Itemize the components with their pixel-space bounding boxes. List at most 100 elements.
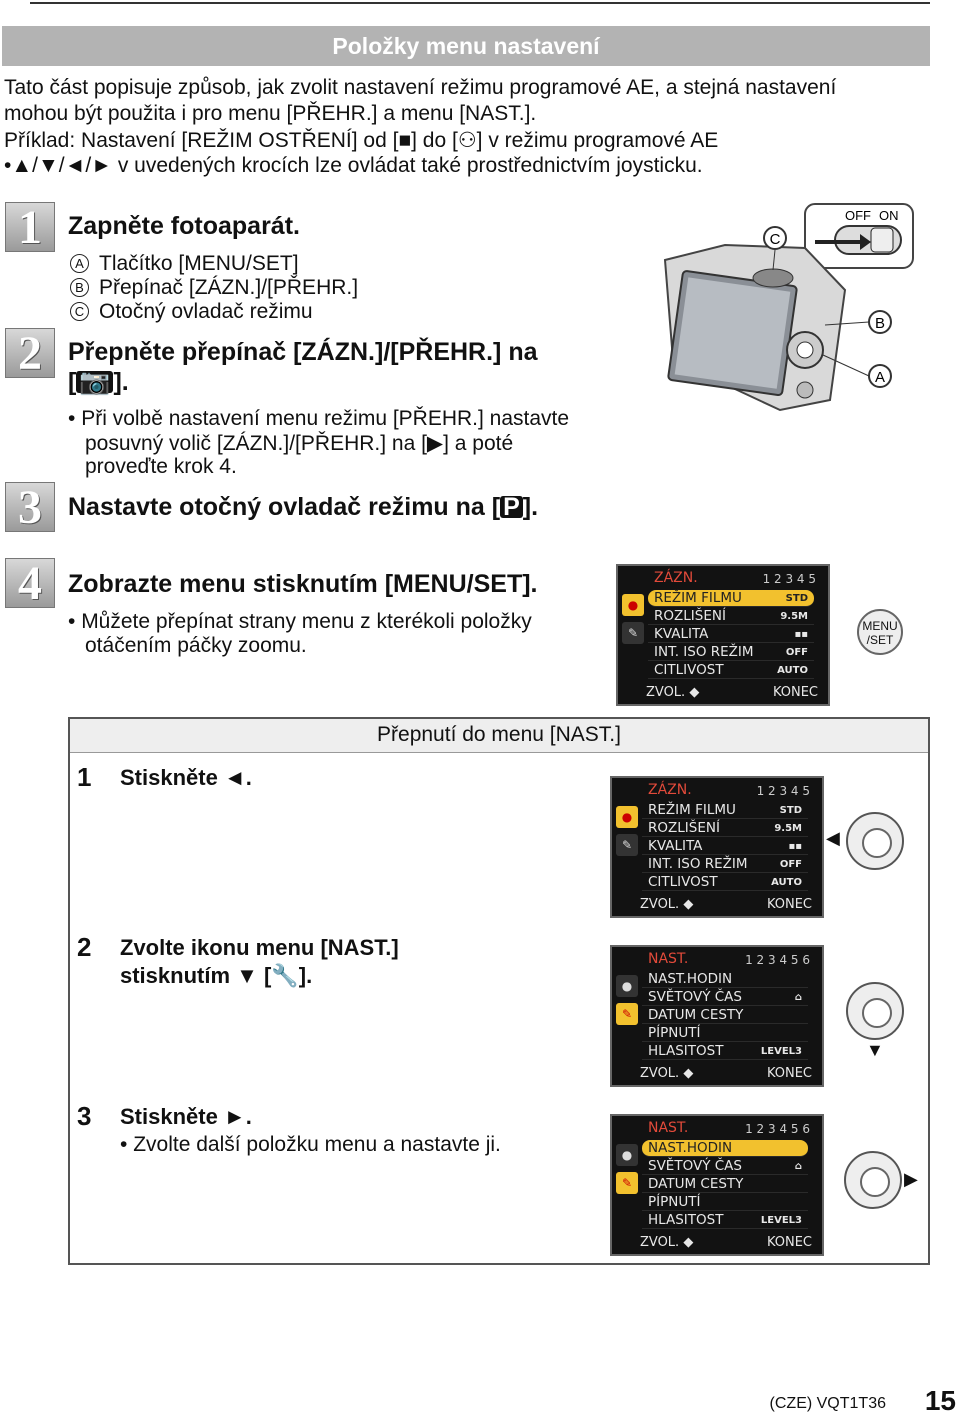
menu-row: PÍPNUTÍ <box>642 1025 808 1042</box>
intro-line: Příklad: Nastavení [REŽIM OSTŘENÍ] od [■… <box>4 129 719 152</box>
setup-menu-screen: NAST. 1 2 3 4 5 6 ● ✎ NAST.HODIN SVĚTOVÝ… <box>610 1114 824 1256</box>
menu-row: KVALITA▪▪ <box>642 838 808 855</box>
procedure-text: Stiskněte ►. <box>120 1104 252 1129</box>
bullet-line: • Zvolte další položku menu a nastavte j… <box>120 1133 501 1156</box>
menu-row: REŽIM FILMU STD <box>642 802 808 819</box>
procedure-text: Zvolte ikonu menu [NAST.] <box>120 935 399 960</box>
footer-select: ZVOL. <box>646 685 686 700</box>
camera-illustration: C B A OFF ON <box>663 203 914 412</box>
menu-row-label: KVALITA <box>648 838 703 854</box>
rec-tab-icon: ● <box>616 1144 638 1166</box>
menu-footer: ZVOL. ◆KONEC <box>640 1235 812 1250</box>
menu-header: NAST. <box>648 1120 689 1136</box>
right-arrow-icon: ▶ <box>904 1169 918 1189</box>
menu-row: PÍPNUTÍ <box>642 1194 808 1211</box>
menu-row: NAST.HODIN <box>642 971 808 988</box>
step-item: B Přepínač [ZÁZN.]/[PŘEHR.] <box>70 276 358 300</box>
menu-pages: 1 2 3 4 5 <box>756 784 810 798</box>
step-number: 1 <box>5 202 55 253</box>
menu-footer: ZVOL. ◆KONEC <box>640 1066 812 1081</box>
cursor-pad[interactable] <box>846 982 904 1040</box>
down-arrow-icon: ▼ <box>866 1040 884 1060</box>
procedure-heading: Přepnutí do menu [NAST.] <box>70 719 928 753</box>
cursor-pad[interactable] <box>844 1151 902 1209</box>
doc-code: (CZE) VQT1T36 <box>769 1395 886 1412</box>
menu-row-value: OFF <box>779 859 802 870</box>
menu-row: HLASITOST LEVEL3 <box>642 1043 808 1060</box>
menu-row-label: HLASITOST <box>648 1212 724 1228</box>
footer-exit: KONEC <box>766 1235 812 1250</box>
bullet-text: Můžete přepínat strany menu z kterékoli … <box>81 610 532 633</box>
menu-row-label: DATUM CESTY <box>648 1007 744 1023</box>
menu-row-label: REŽIM FILMU <box>654 590 742 606</box>
left-arrow-icon: ◀ <box>826 828 840 848</box>
menu-row: INT. ISO REŽIM OFF <box>642 856 808 873</box>
footer-exit: KONEC <box>766 1066 812 1081</box>
bullet-line: otáčením páčky zoomu. <box>85 634 307 657</box>
step-number: 3 <box>5 482 55 533</box>
menu-row-value: ▪▪ <box>794 629 808 640</box>
menu-row-value: STD <box>779 805 802 816</box>
procedure-frame <box>68 717 930 1265</box>
step-title: Nastavte otočný ovladač režimu na [P]. <box>68 493 538 522</box>
callout-label: B <box>875 315 885 332</box>
step-item-text: Otočný ovladač režimu <box>99 300 313 323</box>
menu-row-label: ROZLIŠENÍ <box>654 608 726 624</box>
menu-header: ZÁZN. <box>654 570 698 586</box>
menu-footer: ZVOL. ◆KONEC <box>646 685 818 700</box>
bullet-line: • Při volbě nastavení menu režimu [PŘEHR… <box>68 407 570 430</box>
intro-line: mohou být použita i pro menu [PŘEHR.] a … <box>4 102 537 125</box>
intro-line: •▲/▼/◄/► v uvedených krocích lze ovládat… <box>4 154 703 177</box>
menu-row-label: PÍPNUTÍ <box>648 1194 701 1210</box>
step-title: Zobrazte menu stisknutím [MENU/SET]. <box>68 570 538 598</box>
menu-row-value: ⌂ <box>794 1161 802 1172</box>
menu-set-button[interactable]: MENU/SET <box>857 609 903 655</box>
menu-row-value: OFF <box>785 647 808 658</box>
bracket: ]. <box>522 493 539 521</box>
menu-row-label: REŽIM FILMU <box>648 802 736 818</box>
setup-menu-screen: NAST. 1 2 3 4 5 6 ● ✎ NAST.HODIN SVĚTOVÝ… <box>610 945 824 1087</box>
menu-row: SVĚTOVÝ ČAS⌂ <box>642 1158 808 1175</box>
callout-marker: B <box>70 278 89 297</box>
menu-row-value: LEVEL3 <box>760 1046 802 1057</box>
procedure-text: stisknutím ▼ [🔧]. <box>120 963 313 988</box>
menu-pages: 1 2 3 4 5 6 <box>745 953 810 967</box>
menu-row-label: DATUM CESTY <box>648 1176 744 1192</box>
rec-tab-icon: ● <box>622 594 644 616</box>
menu-row: KVALITA▪▪ <box>648 626 814 643</box>
page-number: 15 <box>924 1385 956 1416</box>
footer-select: ZVOL. <box>640 1235 680 1250</box>
cursor-pad[interactable] <box>846 812 904 870</box>
menu-row: INT. ISO REŽIM OFF <box>648 644 814 661</box>
step-number: 4 <box>5 558 55 609</box>
footer-select: ZVOL. <box>640 897 680 912</box>
menu-row-label: INT. ISO REŽIM <box>648 856 748 872</box>
bullet-line: proveďte krok 4. <box>85 455 237 478</box>
menu-row-label: NAST.HODIN <box>648 971 733 987</box>
bullet-line: posuvný volič [ZÁZN.]/[PŘEHR.] na [▶] a … <box>85 432 514 455</box>
switch-on-label: ON <box>879 208 899 223</box>
menu-row: NAST.HODIN <box>642 1140 808 1157</box>
menu-row-label: CITLIVOST <box>654 662 724 678</box>
callout-marker: A <box>70 254 89 273</box>
menu-row-value: ⌂ <box>794 992 802 1003</box>
footer-select: ZVOL. <box>640 1066 680 1081</box>
switch-off-label: OFF <box>845 208 871 223</box>
menu-button-line: MENU <box>862 619 898 633</box>
menu-row-label: INT. ISO REŽIM <box>654 644 754 660</box>
step-item-text: Přepínač [ZÁZN.]/[PŘEHR.] <box>99 276 359 299</box>
menu-button-line: /SET <box>866 633 894 647</box>
footer-exit: KONEC <box>772 685 818 700</box>
step-number: 2 <box>5 328 55 379</box>
menu-row-value: AUTO <box>771 877 802 888</box>
intro-line: Tato část popisuje způsob, jak zvolit na… <box>4 76 837 99</box>
menu-row-label: HLASITOST <box>648 1043 724 1059</box>
menu-footer: ZVOL. ◆KONEC <box>640 897 812 912</box>
